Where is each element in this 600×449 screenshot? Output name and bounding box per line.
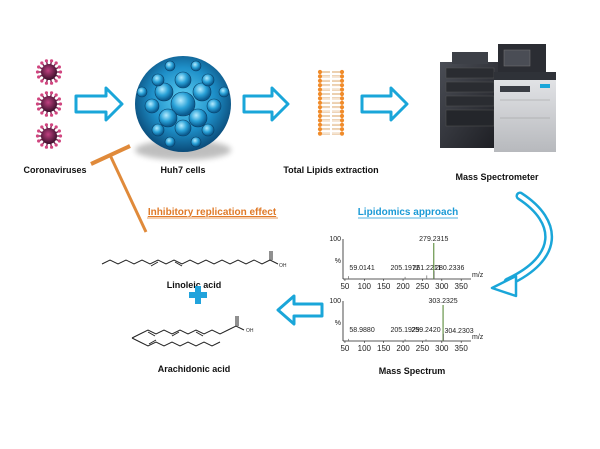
peak-label: 303.2325 [428, 298, 457, 305]
linoleic-label: Linoleic acid [167, 280, 222, 290]
peak-label: 304.2303 [444, 328, 473, 335]
y-tick-label: 100 [329, 298, 341, 305]
x-tick-label: 250 [416, 282, 430, 291]
x-tick-label: 50 [340, 282, 349, 291]
inhibition-indicator [90, 144, 148, 233]
x-tick-label: 350 [455, 282, 469, 291]
inhibitory-label: Inhibitory replication effect [148, 207, 277, 218]
arachidonic-acid-structure: OH [131, 316, 254, 347]
virus-icon [35, 59, 63, 85]
peak-label: 279.2315 [419, 236, 448, 243]
axis-unit-label: m/z [472, 334, 484, 341]
x-tick-label: 300 [435, 282, 449, 291]
x-tick-label: 200 [396, 344, 410, 353]
oh-label: OH [246, 328, 254, 334]
peak-label: 58.9880 [349, 327, 374, 334]
curved-arrow-to-spectrum [490, 191, 553, 298]
x-tick-label: 200 [396, 282, 410, 291]
coronaviruses-label: Coronaviruses [23, 165, 86, 175]
x-tick-label: 50 [340, 344, 349, 353]
huh7-cells-image [135, 56, 231, 160]
arrow-to-lipids [242, 86, 290, 122]
ms-label: Mass Spectrometer [455, 172, 539, 182]
peak-label: 259.2420 [411, 327, 440, 334]
peak-label: 205.1972 [390, 265, 419, 272]
y-tick-label: 100 [329, 236, 341, 243]
lipids-label: Total Lipids extraction [283, 165, 378, 175]
peak-label: 261.2211 [412, 265, 441, 272]
arachidonic-label: Arachidonic acid [158, 364, 231, 374]
arrow-to-ms [360, 86, 409, 122]
oh-label: OH [279, 263, 287, 269]
coronavirus-icons [35, 59, 63, 149]
arrow-to-cells [74, 86, 124, 122]
peak-label: 59.0141 [349, 265, 374, 272]
linoleic-acid-structure: OH [101, 251, 287, 269]
lipidomics-label: Lipidomics approach [358, 207, 459, 218]
axis-unit-label: m/z [472, 272, 484, 279]
huh7-label: Huh7 cells [160, 165, 205, 175]
x-tick-label: 350 [455, 344, 469, 353]
peak-label: 280.2336 [435, 265, 464, 272]
virus-icon [35, 123, 63, 149]
arrow-to-structures [276, 294, 324, 326]
x-tick-label: 150 [377, 344, 391, 353]
x-tick-label: 150 [377, 282, 391, 291]
lipid-bilayer-icon [317, 69, 345, 136]
y-tick-label: % [335, 320, 341, 327]
plus-icon [189, 286, 207, 304]
x-tick-label: 100 [358, 344, 372, 353]
peak-label: 205.1929 [390, 327, 419, 334]
mass-spectrometer-image [440, 44, 556, 152]
virus-icon [35, 91, 63, 117]
x-tick-label: 250 [416, 344, 430, 353]
x-tick-label: 300 [435, 344, 449, 353]
spectrum-label: Mass Spectrum [379, 366, 446, 376]
x-tick-label: 100 [358, 282, 372, 291]
y-tick-label: % [335, 258, 341, 265]
